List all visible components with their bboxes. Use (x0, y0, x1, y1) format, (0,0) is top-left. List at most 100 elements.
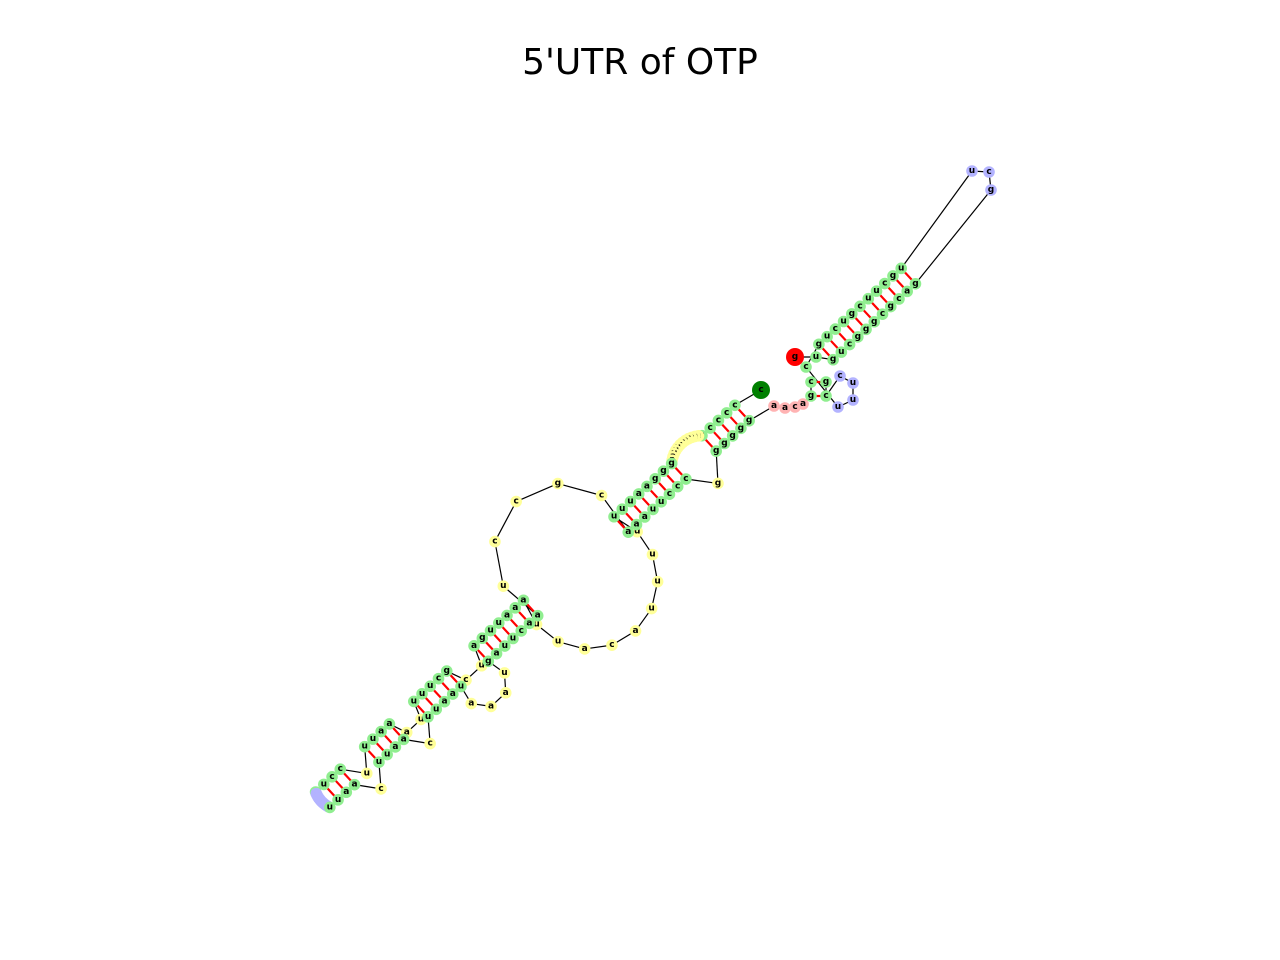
nucleotide-label: a (644, 481, 650, 491)
nucleotide-dot (820, 376, 832, 388)
nucleotide-label: a (503, 688, 509, 698)
nucleotide-dot (646, 548, 659, 561)
nucleotide-dot (616, 503, 629, 515)
nucleotide-dot (893, 293, 905, 305)
nucleotide: u (367, 733, 379, 745)
nucleotide-dot (629, 625, 642, 637)
nucleotide: g (735, 422, 747, 435)
nucleotide-dot (595, 489, 608, 502)
nucleotide: a (531, 609, 544, 622)
nucleotide-label: u (649, 550, 655, 560)
nucleotide-label: g (988, 185, 994, 195)
nucleotide-label: a (535, 611, 541, 621)
nucleotide: u (647, 503, 659, 516)
nucleotide-dot (671, 480, 684, 493)
nucleotide-dot (340, 786, 353, 799)
end-marker (786, 348, 804, 366)
nucleotide-label: u (627, 497, 633, 507)
nucleotide-dot (455, 680, 467, 693)
nucleotide-dot (318, 778, 330, 791)
nucleotide: u (832, 401, 844, 413)
nucleotide: a (468, 640, 480, 652)
nucleotide-label: u (500, 581, 506, 591)
nucleotide-dot (827, 353, 839, 366)
nucleotide: u (381, 748, 393, 761)
nucleotide: u (552, 635, 564, 648)
nucleotide: a (375, 725, 387, 738)
nucleotide-dot (485, 700, 497, 713)
nucleotide: c (893, 293, 905, 305)
nucleotide-dot (651, 575, 664, 588)
nucleotide: a (383, 718, 396, 730)
nucleotide: g (718, 437, 731, 450)
nucleotide: a (397, 733, 410, 746)
nucleotide-dot (624, 495, 637, 508)
nucleotide-dot (360, 767, 373, 780)
nucleotide: u (430, 703, 443, 716)
nucleotide: c (720, 407, 733, 419)
nucleotide: g (743, 414, 755, 427)
nucleotide: g (649, 472, 661, 485)
nucleotide-label: u (335, 795, 341, 805)
nucleotide: a (901, 285, 914, 298)
nucleotide-dot (424, 680, 437, 693)
nucleotide-dot (515, 625, 528, 637)
nucleotide: c (854, 300, 866, 313)
nucleotide-label: u (370, 734, 376, 744)
nucleotide-label: c (837, 371, 842, 381)
nucleotide-dot (847, 394, 859, 406)
nucleotide: u (455, 680, 467, 693)
nucleotide-label: u (850, 378, 856, 388)
nucleotide: u (645, 602, 658, 615)
nucleotide-label: u (555, 637, 561, 647)
nucleotide: c (595, 489, 608, 502)
nucleotide-dot (983, 166, 995, 178)
nucleotide-dot (647, 503, 659, 516)
nucleotide-layer: ccccccaaacaccuuuaagggaauuuuuuuacauuaaauu… (309, 165, 997, 814)
nucleotide-label: a (450, 689, 456, 699)
nucleotide-label: g (855, 332, 861, 342)
nucleotide-dot (663, 488, 676, 501)
nucleotide-dot (622, 526, 635, 538)
nucleotide: u (318, 778, 330, 791)
nucleotide-label: g (652, 474, 658, 484)
nucleotide: g (827, 353, 839, 366)
nucleotide-dot (381, 748, 393, 761)
nucleotide-label: a (782, 403, 788, 413)
nucleotide-dot (895, 262, 908, 275)
nucleotide-label: u (433, 704, 439, 714)
nucleotide-label: c (882, 279, 887, 289)
nucleotide-dot (373, 756, 385, 768)
nucleotide-dot (348, 778, 361, 791)
nucleotide: a (638, 511, 651, 523)
nucleotide-dot (517, 594, 530, 607)
nucleotide-label: c (857, 301, 862, 311)
nucleotide-dot (768, 400, 780, 412)
nucleotide-dot (655, 496, 668, 508)
nucleotide-label: g (871, 317, 877, 327)
backbone-segment (805, 366, 839, 408)
nucleotide-label: c (896, 294, 901, 304)
nucleotide-dot (578, 643, 591, 655)
nucleotide-label: u (376, 757, 382, 767)
nucleotide-dot (720, 407, 733, 419)
nucleotide-dot (657, 465, 670, 477)
nucleotide: u (651, 575, 664, 588)
nucleotide-dot (490, 647, 503, 660)
nucleotide-label: a (392, 742, 398, 752)
nucleotide-label: u (658, 497, 664, 507)
nucleotide-dot (810, 351, 822, 363)
nucleotide: a (499, 687, 512, 699)
nucleotide: g (710, 445, 722, 457)
nucleotide-label: a (633, 520, 639, 530)
nucleotide-dot (432, 672, 445, 685)
nucleotide: u (862, 292, 875, 305)
nucleotide-dot (375, 783, 387, 795)
nucleotide: a (490, 647, 503, 660)
nucleotide-dot (852, 331, 864, 343)
nucleotide: u (324, 801, 336, 814)
nucleotide: c (432, 672, 445, 685)
nucleotide-dot (492, 617, 505, 629)
nucleotide-label: g (823, 377, 829, 387)
nucleotide-dot (552, 635, 564, 648)
